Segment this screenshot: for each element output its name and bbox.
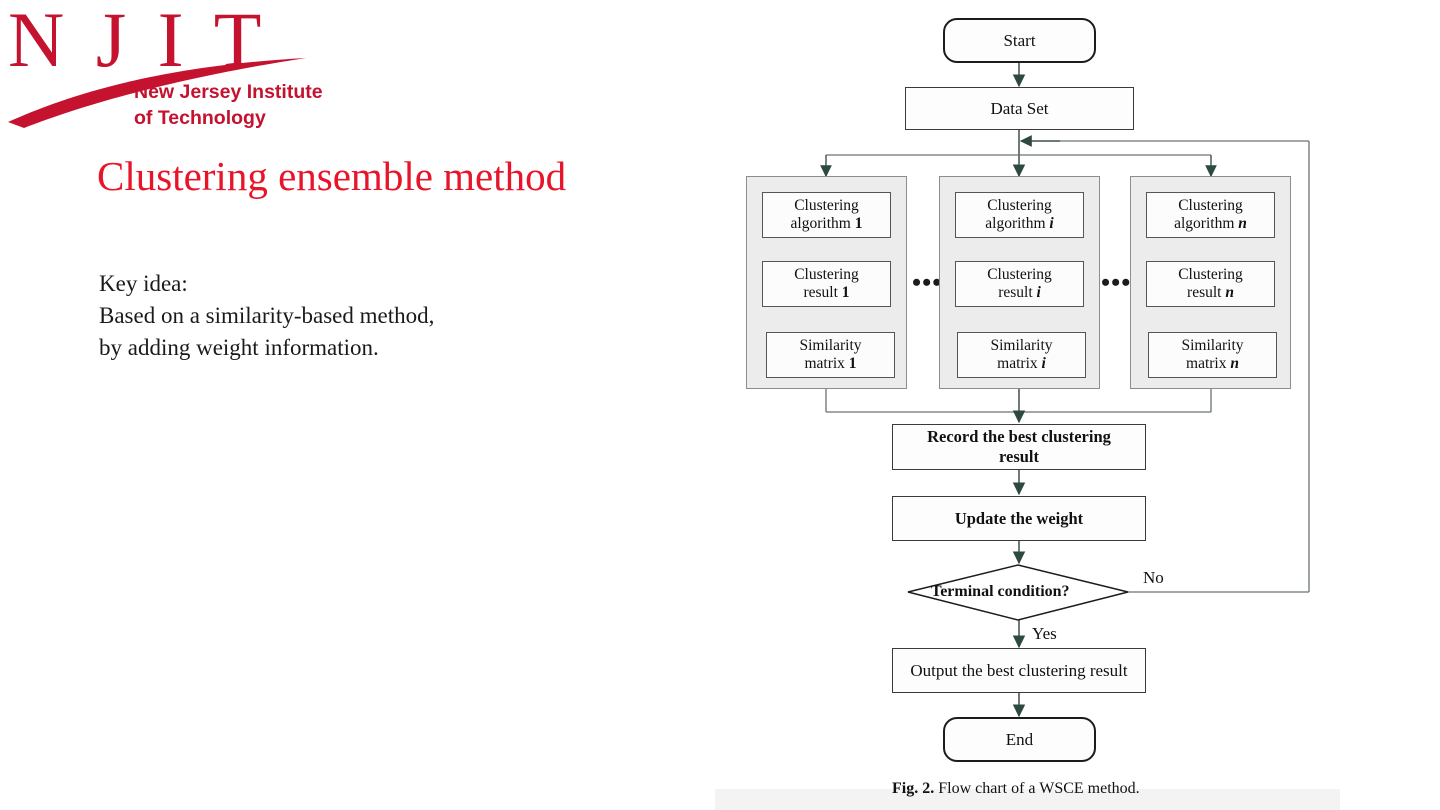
node-output-best-result-label: Output the best clustering result xyxy=(910,660,1128,680)
node-clustering-result-n-label: Clustering result n xyxy=(1178,266,1243,301)
node-clustering-algorithm-1[interactable]: Clustering algorithm 1 xyxy=(762,192,891,238)
node-data-set[interactable]: Data Set xyxy=(905,87,1134,130)
key-idea-line-1: Key idea: xyxy=(99,271,188,296)
key-idea-line-3: by adding weight information. xyxy=(99,335,379,360)
node-clustering-result-i[interactable]: Clustering result i xyxy=(955,261,1084,307)
node-record-best-result[interactable]: Record the best clustering result xyxy=(892,424,1146,470)
njit-logo: N J I T New Jersey Institute of Technolo… xyxy=(6,0,326,132)
node-similarity-matrix-1[interactable]: Similarity matrix 1 xyxy=(766,332,895,378)
ellipsis-left: ••• xyxy=(912,268,943,297)
node-clustering-result-i-label: Clustering result i xyxy=(987,266,1052,301)
node-similarity-matrix-i[interactable]: Similarity matrix i xyxy=(957,332,1086,378)
node-update-weight[interactable]: Update the weight xyxy=(892,496,1146,541)
node-clustering-result-1[interactable]: Clustering result 1 xyxy=(762,261,891,307)
node-clustering-algorithm-n[interactable]: Clustering algorithm n xyxy=(1146,192,1275,238)
njit-logo-line1: New Jersey Institute xyxy=(134,81,323,103)
figure-caption: Fig. 2. Flow chart of a WSCE method. xyxy=(892,780,1140,798)
key-idea-block: Key idea: Based on a similarity-based me… xyxy=(99,268,434,364)
node-end-label: End xyxy=(1005,729,1034,749)
node-clustering-algorithm-n-label: Clustering algorithm n xyxy=(1174,197,1247,232)
node-output-best-result[interactable]: Output the best clustering result xyxy=(892,648,1146,693)
node-clustering-result-n[interactable]: Clustering result n xyxy=(1146,261,1275,307)
node-similarity-matrix-i-label: Similarity matrix i xyxy=(990,337,1053,372)
node-similarity-matrix-n-label: Similarity matrix n xyxy=(1181,337,1244,372)
figure-caption-label: Fig. 2. xyxy=(892,780,935,797)
node-similarity-matrix-n[interactable]: Similarity matrix n xyxy=(1148,332,1277,378)
node-update-weight-label: Update the weight xyxy=(954,508,1084,528)
node-start-label: Start xyxy=(1003,30,1036,50)
node-similarity-matrix-1-label: Similarity matrix 1 xyxy=(799,337,862,372)
node-record-best-result-label: Record the best clustering result xyxy=(927,427,1111,466)
node-terminal-condition-label: Terminal condition? xyxy=(931,583,1070,600)
ellipsis-right: ••• xyxy=(1101,268,1132,297)
node-clustering-algorithm-i[interactable]: Clustering algorithm i xyxy=(955,192,1084,238)
node-clustering-algorithm-1-label: Clustering algorithm 1 xyxy=(790,197,863,232)
node-clustering-result-1-label: Clustering result 1 xyxy=(794,266,859,301)
node-data-set-label: Data Set xyxy=(990,98,1049,118)
page-title: Clustering ensemble method xyxy=(97,153,567,199)
edge-label-yes: Yes xyxy=(1032,624,1057,643)
figure-caption-text: Flow chart of a WSCE method. xyxy=(938,780,1140,797)
njit-logo-line2: of Technology xyxy=(134,107,266,129)
node-start[interactable]: Start xyxy=(943,18,1096,63)
node-clustering-algorithm-i-label: Clustering algorithm i xyxy=(985,197,1054,232)
edge-label-no: No xyxy=(1143,568,1164,587)
node-end[interactable]: End xyxy=(943,717,1096,762)
figure-container-band xyxy=(715,789,1340,810)
key-idea-line-2: Based on a similarity-based method, xyxy=(99,303,435,328)
